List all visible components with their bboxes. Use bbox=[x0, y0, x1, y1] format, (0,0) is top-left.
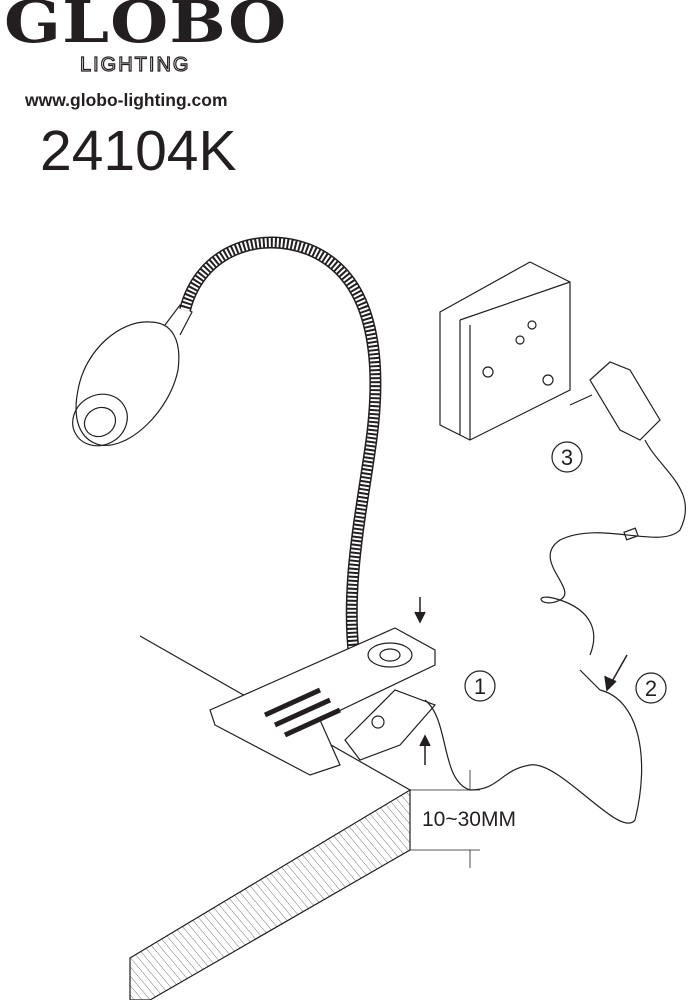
website-url[interactable]: www.globo-lighting.com bbox=[25, 90, 228, 110]
gooseneck-arm bbox=[179, 236, 382, 666]
arrows bbox=[414, 597, 628, 765]
step-marker-3: 3 bbox=[551, 441, 583, 473]
brand-logo: GLOBO bbox=[4, 0, 288, 48]
step-number: 2 bbox=[645, 676, 657, 701]
brand-subtitle: LIGHTING bbox=[79, 54, 191, 76]
lamp-head bbox=[72, 304, 193, 447]
thickness-label: 10~30MM bbox=[422, 808, 516, 831]
step-number: 3 bbox=[561, 445, 573, 470]
wall-socket bbox=[439, 261, 571, 441]
clip-base bbox=[209, 627, 437, 776]
gooseneck-arm-segments bbox=[180, 238, 380, 666]
step-marker-1: 1 bbox=[464, 670, 496, 702]
power-adapter bbox=[424, 361, 686, 824]
step-marker-2: 2 bbox=[635, 672, 667, 704]
step-number: 1 bbox=[474, 674, 486, 699]
model-number: 24104K bbox=[40, 119, 237, 183]
